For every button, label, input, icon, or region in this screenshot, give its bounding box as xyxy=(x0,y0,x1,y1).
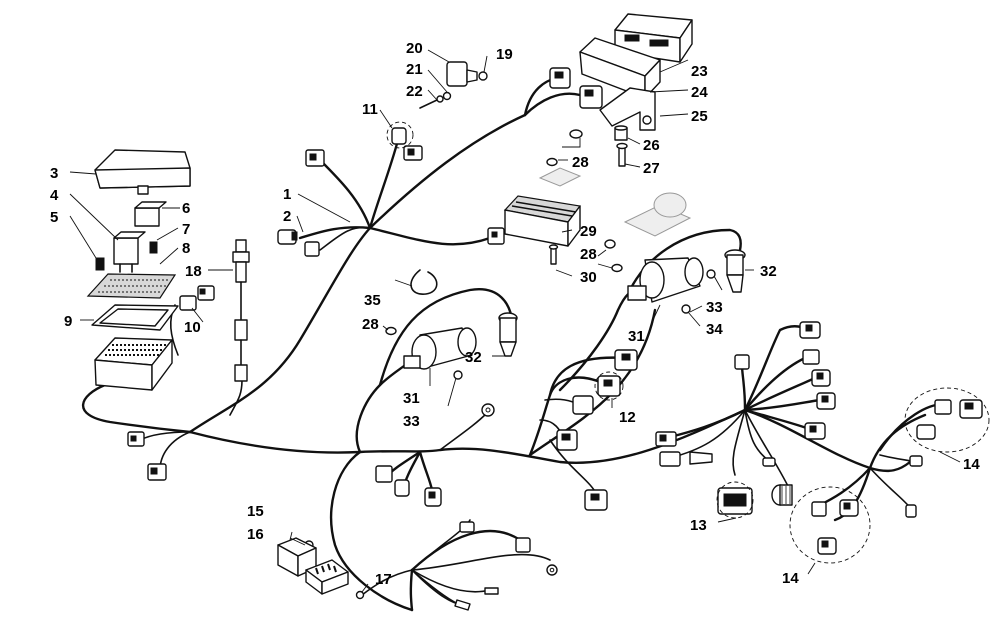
ring-terminal-center xyxy=(481,403,495,417)
nut-28-left xyxy=(385,326,397,336)
callout-1: 1 xyxy=(283,186,291,203)
callout-16: 16 xyxy=(247,526,264,543)
fuse-left xyxy=(95,257,105,271)
callout-35: 35 xyxy=(364,292,381,309)
bulb-socket xyxy=(771,484,793,506)
callout-ring-11 xyxy=(386,121,414,149)
connector-upper-1 xyxy=(305,149,325,167)
callout-32-right: 32 xyxy=(760,263,777,280)
bolt-27 xyxy=(616,142,628,167)
nut-28-right xyxy=(604,239,623,273)
circuit-board xyxy=(86,273,177,299)
screw-33-left xyxy=(453,370,463,380)
callout-24: 24 xyxy=(691,84,708,101)
voltage-regulator xyxy=(503,195,582,247)
fuse-right xyxy=(149,241,158,254)
spacer-26 xyxy=(614,125,628,141)
leader-lines xyxy=(69,49,961,593)
callout-17: 17 xyxy=(375,571,392,588)
callout-21: 21 xyxy=(406,61,423,78)
callout-3: 3 xyxy=(50,165,58,182)
callout-18: 18 xyxy=(185,263,202,280)
fuse-relay-block xyxy=(94,337,173,391)
callout-28-top: 28 xyxy=(572,154,589,171)
callout-ring-12 xyxy=(594,371,624,401)
callout-9: 9 xyxy=(64,313,72,330)
callout-28-right: 28 xyxy=(580,246,597,263)
callout-14-bottom: 14 xyxy=(782,570,799,587)
callout-28-left: 28 xyxy=(362,316,379,333)
heat-sink xyxy=(538,167,582,187)
relay-main xyxy=(113,231,146,273)
mounting-bracket xyxy=(599,87,656,131)
ignition-coil-left xyxy=(403,327,477,370)
callout-2: 2 xyxy=(283,208,291,225)
screws-33-34-right xyxy=(681,269,716,314)
callout-11: 11 xyxy=(362,101,378,118)
callout-32-left: 32 xyxy=(465,349,482,366)
callout-27: 27 xyxy=(643,160,660,177)
callout-6: 6 xyxy=(182,200,190,217)
callout-34: 34 xyxy=(706,321,723,338)
oxygen-sensor xyxy=(232,239,250,382)
callout-33-left: 33 xyxy=(403,413,420,430)
callout-13: 13 xyxy=(690,517,707,534)
spark-plug-cap-right xyxy=(724,249,746,293)
connectors-right-lower xyxy=(655,431,776,467)
connector-10 xyxy=(179,285,215,311)
relay-box-cover xyxy=(94,149,191,195)
connectors-center-lower xyxy=(375,465,442,507)
connectors-right-upper xyxy=(734,321,836,440)
harness-wires xyxy=(81,76,952,612)
spark-plug-cap-left xyxy=(498,312,518,357)
callout-31-left: 31 xyxy=(403,390,420,407)
nut-28-top xyxy=(546,129,583,167)
callout-7: 7 xyxy=(182,221,190,238)
terminals-lower-center xyxy=(454,521,558,611)
connector-13 xyxy=(717,487,753,515)
callout-26: 26 xyxy=(643,137,660,154)
ignition-coil-right xyxy=(627,257,704,303)
callout-ring-14-bottom xyxy=(789,486,871,564)
connector-group-14-top xyxy=(909,399,983,467)
callout-23: 23 xyxy=(691,63,708,80)
connector-11 xyxy=(391,127,423,161)
callout-14-top: 14 xyxy=(963,456,980,473)
callout-8: 8 xyxy=(182,240,190,257)
callout-4: 4 xyxy=(50,187,59,204)
callout-labels: 1 2 3 4 5 6 7 8 9 10 11 12 13 14 14 15 1… xyxy=(50,40,980,588)
callout-29: 29 xyxy=(580,223,597,240)
relay-small xyxy=(134,201,167,227)
callout-12: 12 xyxy=(619,409,636,426)
callout-19: 19 xyxy=(496,46,513,63)
connectors-lower-left xyxy=(127,431,167,481)
fuse-box-gasket xyxy=(91,304,179,331)
connector-2 xyxy=(277,229,320,257)
callout-31-right: 31 xyxy=(628,328,645,345)
retaining-ring xyxy=(410,269,438,295)
callout-25: 25 xyxy=(691,108,708,125)
connectors-12 xyxy=(556,349,638,511)
callout-5: 5 xyxy=(50,209,58,226)
callout-22: 22 xyxy=(406,83,423,100)
callout-30: 30 xyxy=(580,269,597,286)
connector-group-14-bottom xyxy=(811,499,917,555)
bolt-30 xyxy=(548,244,559,265)
starter-motor-phantom xyxy=(623,192,692,237)
callout-20: 20 xyxy=(406,40,423,57)
callout-10: 10 xyxy=(184,319,201,336)
sensor-20 xyxy=(419,61,488,109)
ecu-connectors xyxy=(549,67,603,109)
callout-15: 15 xyxy=(247,503,264,520)
regulator-connector xyxy=(487,227,505,245)
callout-ring-14-top xyxy=(904,387,990,453)
callout-33-right: 33 xyxy=(706,299,723,316)
terminal-block-17 xyxy=(305,559,365,600)
